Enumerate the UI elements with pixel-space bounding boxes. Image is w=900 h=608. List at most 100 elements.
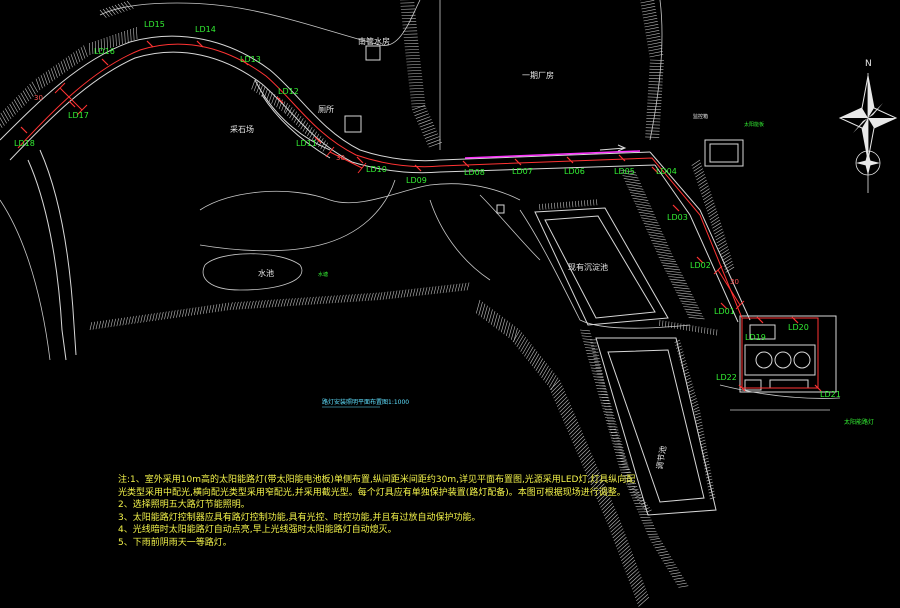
hatch-line <box>585 350 596 352</box>
hatch-line <box>83 45 88 57</box>
lamp-label-ld04[interactable]: LD04 <box>656 167 677 176</box>
hatch-line <box>0 117 5 126</box>
lamp-marker <box>791 316 799 324</box>
hatch-line <box>696 424 703 428</box>
hatch-line <box>102 8 110 17</box>
hatch-line <box>570 427 581 438</box>
hatch-line <box>592 480 604 491</box>
lamp-marker <box>462 160 470 168</box>
lamp-label-ld01[interactable]: LD01 <box>714 307 735 316</box>
hatch-line <box>543 367 551 381</box>
hatch-line <box>611 525 623 536</box>
hatch-line <box>548 203 550 210</box>
hatch-line <box>701 188 710 195</box>
hatch-line <box>640 3 655 7</box>
hatch-line <box>78 48 83 61</box>
hatch-line <box>136 27 138 40</box>
hatch-line <box>709 214 719 221</box>
hatch-line <box>706 205 716 212</box>
hatch-line <box>590 199 592 206</box>
lamp-label-ld05[interactable]: LD05 <box>614 167 635 176</box>
hatch-line <box>648 234 665 238</box>
lamp-marker <box>672 204 680 212</box>
lamp-label-ld15[interactable]: LD15 <box>144 20 165 29</box>
lamp-label-ld11[interactable]: LD11 <box>296 139 317 148</box>
hatch-line <box>691 398 697 402</box>
hatch-line <box>635 494 641 498</box>
hatch-line <box>89 43 91 56</box>
lamp-marker <box>196 40 204 48</box>
hatch-line <box>670 281 687 284</box>
hatch-line <box>596 488 608 500</box>
lamp-label-ld21[interactable]: LD21 <box>820 390 841 399</box>
lamp-label-ld16[interactable]: LD16 <box>94 47 115 56</box>
hatch-line <box>106 37 108 50</box>
hatch-line <box>698 179 707 186</box>
lamp-label-ld02[interactable]: LD02 <box>690 261 711 270</box>
hatch-line <box>569 201 571 208</box>
hatch-line <box>405 55 420 57</box>
hatch-line <box>418 119 432 125</box>
hatch-line <box>415 113 430 119</box>
hatch-line <box>619 466 630 469</box>
lamp-label-ld07[interactable]: LD07 <box>512 167 533 176</box>
hatch-line <box>409 91 424 93</box>
hatch-line <box>101 320 105 329</box>
equipment-yard <box>739 315 837 393</box>
hatch-line <box>475 299 481 314</box>
hatch-line <box>442 285 446 294</box>
hatch-line <box>695 415 702 419</box>
hatch-line <box>625 474 632 477</box>
lamp-marker <box>241 58 249 66</box>
compass-label: N <box>865 59 872 69</box>
lamp-label-ld22[interactable]: LD22 <box>716 373 737 382</box>
lamp-label-ld09[interactable]: LD09 <box>406 176 427 185</box>
hatch-line <box>120 2 128 11</box>
hatch-line <box>623 178 640 182</box>
hatch-line <box>666 273 683 276</box>
hatch-line <box>503 320 508 335</box>
hatch-line <box>647 45 662 49</box>
lamp-label-ld06[interactable]: LD06 <box>564 167 585 176</box>
hatch-line <box>361 293 365 302</box>
hatch-line <box>677 295 694 298</box>
hatch-line <box>629 574 641 584</box>
hatch-line <box>587 355 598 358</box>
lamp-label-ld18[interactable]: LD18 <box>14 139 35 148</box>
hatch-line <box>577 444 588 455</box>
hatch-line <box>704 466 711 470</box>
hatch-line <box>53 66 58 78</box>
hatch-line <box>631 195 648 199</box>
hatch-line <box>636 591 647 601</box>
lamp-label-ld19[interactable]: LD19 <box>745 333 766 342</box>
label-quarry: 采石场 <box>230 124 254 134</box>
hatch-line <box>644 507 650 511</box>
hatch-line <box>694 409 701 413</box>
hatch-line <box>659 259 676 263</box>
lamp-label-ld03[interactable]: LD03 <box>667 213 688 222</box>
lamp-label-ld20[interactable]: LD20 <box>788 323 809 332</box>
lamp-label-ld13[interactable]: LD13 <box>240 55 261 64</box>
hatch-line <box>510 326 516 340</box>
hatch-line <box>40 75 46 87</box>
hatch-line <box>376 292 380 301</box>
hatch-line <box>70 54 76 66</box>
hatch-line <box>277 299 281 307</box>
lamp-label-ld08[interactable]: LD08 <box>464 168 485 177</box>
hatch-line <box>526 346 534 359</box>
hatch-line <box>552 385 563 396</box>
lamp-label-ld17[interactable]: LD17 <box>68 111 89 120</box>
lamp-marker <box>356 156 364 164</box>
hatch-line <box>55 64 61 77</box>
hatch-line <box>75 50 81 63</box>
slope-hatching <box>0 0 735 607</box>
lamp-label-ld12[interactable]: LD12 <box>278 87 299 96</box>
lamp-label-ld10[interactable]: LD10 <box>366 165 387 174</box>
hatch-line <box>104 320 108 328</box>
hatch-line <box>559 402 570 413</box>
hatch-line <box>621 463 628 465</box>
hatch-line <box>643 21 658 25</box>
hatch-line <box>205 305 209 314</box>
hatch-line <box>13 99 21 111</box>
lamp-label-ld14[interactable]: LD14 <box>195 25 216 34</box>
